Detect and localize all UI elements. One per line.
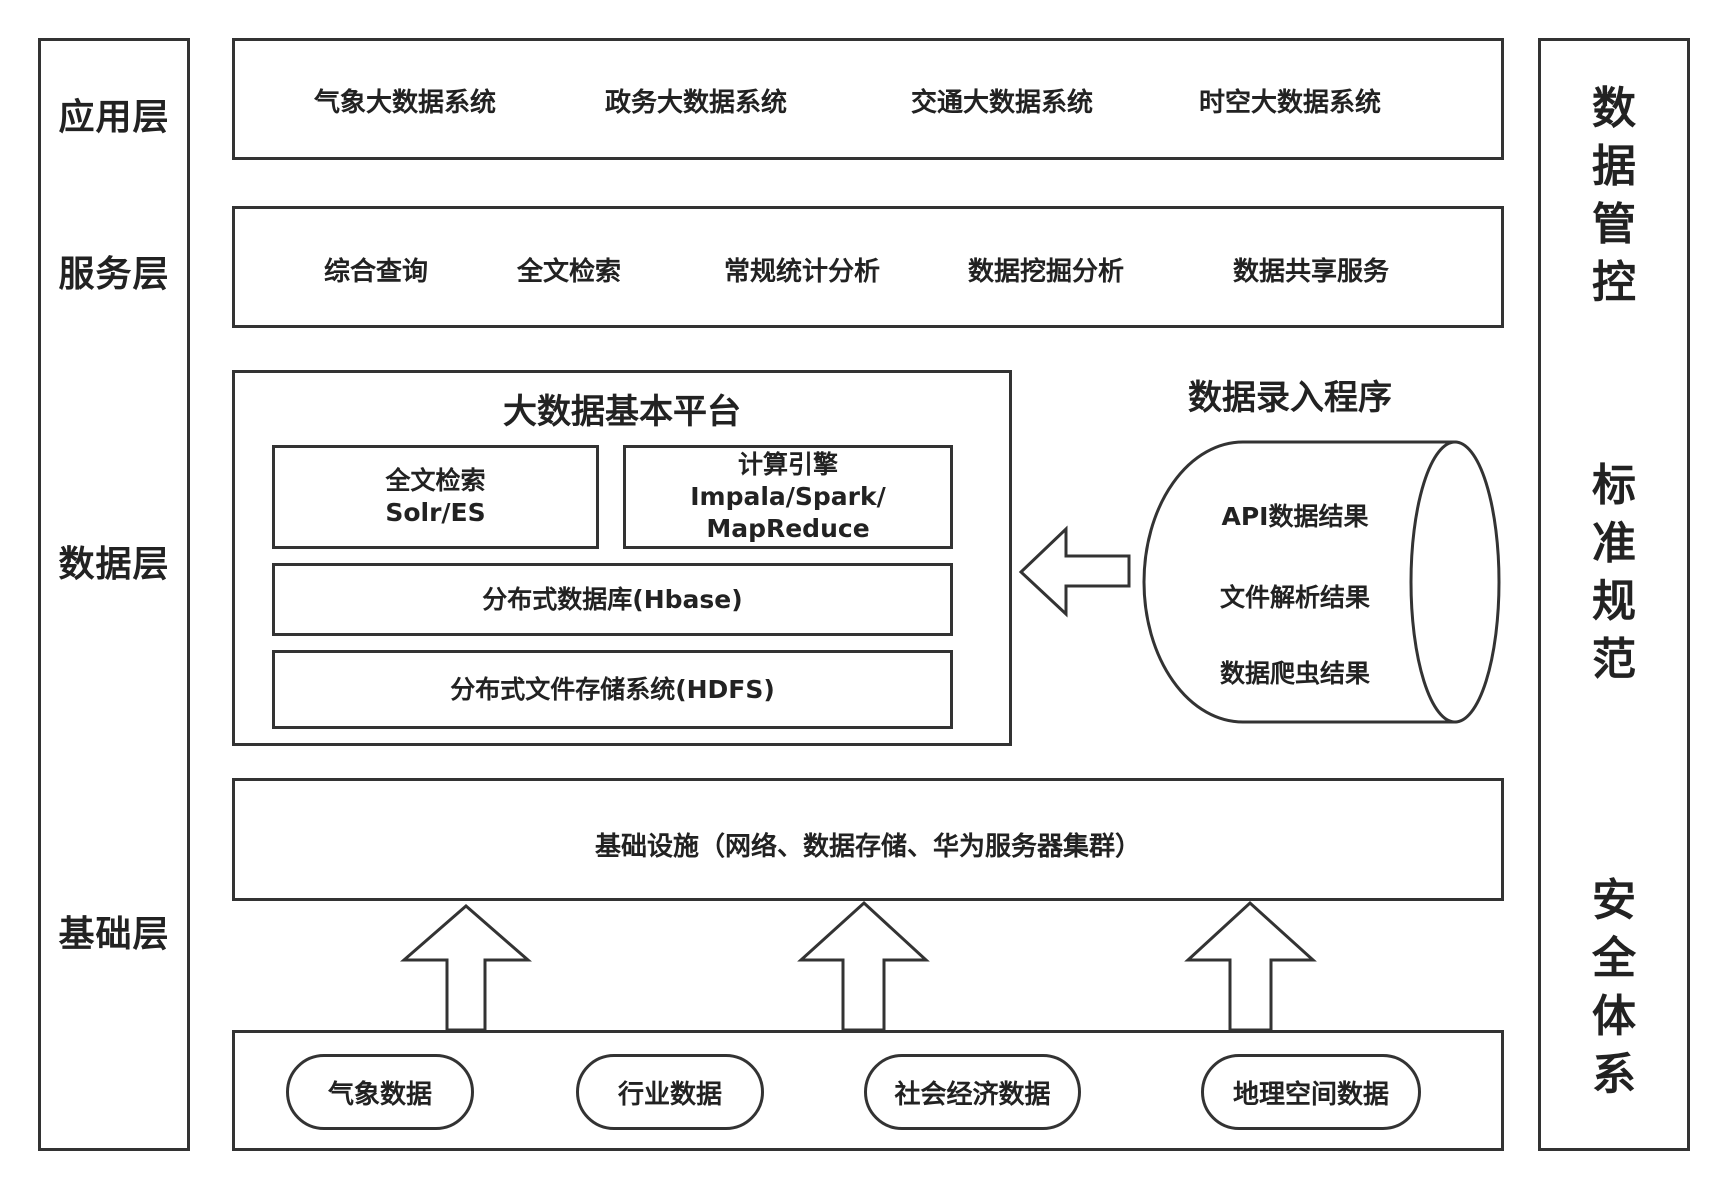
full-text-search-box: 全文检索 Solr/ES [272,445,599,549]
data-source-pill: 行业数据 [576,1054,764,1130]
left-arrow-icon [1018,525,1131,618]
layer-label-application: 应用层 [58,97,170,138]
service-item: 全文检索 [516,257,622,287]
data-source-pill: 气象数据 [286,1054,474,1130]
governance-column [1538,38,1690,1151]
data-entry-item: 文件解析结果 [1219,583,1370,612]
standards-label: 标 准 规 范 [1592,460,1636,685]
layer-column [38,38,190,1151]
application-layer-box [232,38,1504,160]
application-item: 交通大数据系统 [910,88,1094,118]
data-source-pill: 地理空间数据 [1201,1054,1421,1130]
up-arrow-icon [797,900,930,1032]
service-item: 常规统计分析 [723,257,881,287]
application-item: 气象大数据系统 [313,88,497,118]
big-data-platform-box [232,370,1012,746]
security-label: 安 全 体 系 [1592,875,1636,1100]
service-item: 数据挖掘分析 [967,257,1125,287]
layer-label-data: 数据层 [58,544,170,585]
service-item: 综合查询 [323,257,429,287]
infrastructure-label: 基础设施（网络、数据存储、华为服务器集群） [594,832,1141,862]
up-arrow-icon [1184,900,1317,1032]
application-item: 政务大数据系统 [604,88,788,118]
layer-label-service: 服务层 [58,254,170,295]
data-entry-item: API数据结果 [1221,502,1369,531]
data-entry-title: 数据录入程序 [1188,378,1392,418]
database-cylinder [1142,440,1501,724]
service-item: 数据共享服务 [1232,257,1390,287]
up-arrow-icon [399,904,533,1032]
application-item: 时空大数据系统 [1198,88,1382,118]
platform-title: 大数据基本平台 [503,392,741,432]
data-control-label: 数 据 管 控 [1592,83,1636,308]
data-source-pill: 社会经济数据 [864,1054,1081,1130]
data-entry-item: 数据爬虫结果 [1219,659,1370,688]
hbase-box: 分布式数据库(Hbase) [272,563,953,636]
service-layer-box [232,206,1504,328]
infrastructure-box: 基础设施（网络、数据存储、华为服务器集群） [232,778,1504,901]
layer-label-foundation: 基础层 [58,914,170,955]
hdfs-box: 分布式文件存储系统(HDFS) [272,650,953,729]
compute-engine-box: 计算引擎 Impala/Spark/ MapReduce [623,445,953,549]
